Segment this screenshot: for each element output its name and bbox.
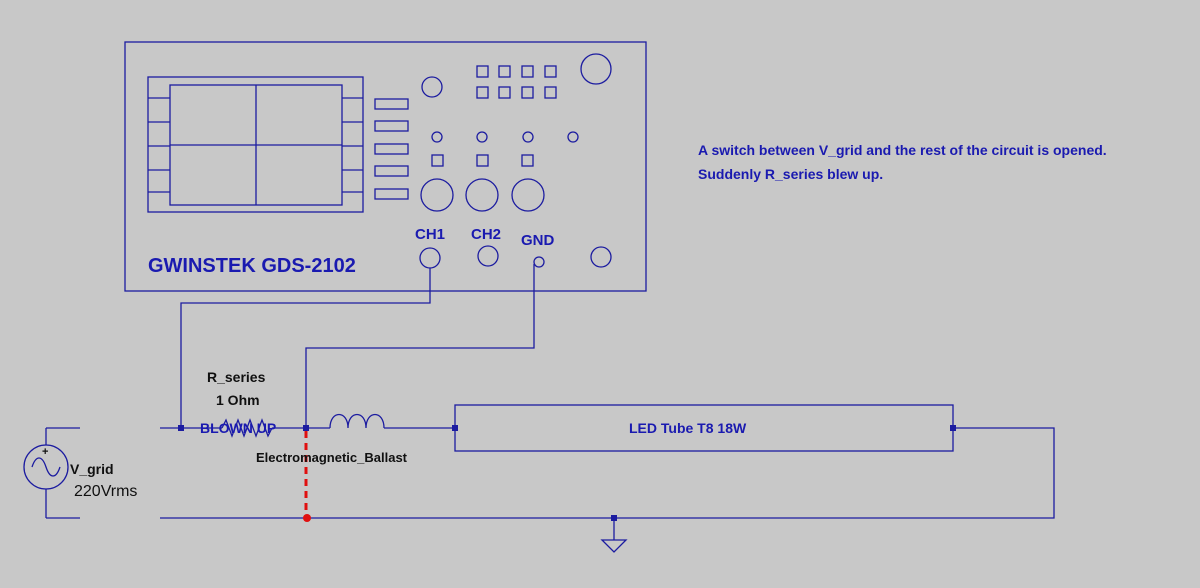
- source-name-label: V_grid: [70, 461, 114, 477]
- gnd-connector: [533, 256, 545, 268]
- resistor-value-label: 1 Ohm: [216, 392, 260, 408]
- scope-channel-knobs: [420, 178, 545, 212]
- junction-dots: [178, 425, 956, 521]
- scope-menu-buttons: [374, 98, 409, 200]
- note-line-2: Suddenly R_series blew up.: [698, 166, 883, 182]
- scope-right-softkeys: [342, 97, 363, 193]
- scope-aux-knob: [590, 246, 612, 268]
- return-wire: [160, 427, 1055, 519]
- voltage-source-v-grid: +: [23, 427, 80, 519]
- scope-button-grid: [476, 65, 557, 99]
- scope-power-knob: [580, 53, 612, 85]
- gnd-probe-wire: [305, 264, 535, 428]
- resistor-r-series: [221, 418, 273, 438]
- scope-knob: [421, 76, 443, 98]
- source-value-label: 220Vrms: [74, 483, 137, 500]
- note-line-1: A switch between V_grid and the rest of …: [698, 142, 1107, 158]
- svg-text:+: +: [42, 446, 48, 458]
- ch2-connector: [477, 245, 499, 267]
- scope-brand-label: GWINSTEK GDS-2102: [148, 255, 356, 277]
- ch1-connector: [419, 247, 441, 269]
- oscilloscope: CH1 CH2 GND GWINSTEK GDS-2102: [124, 41, 647, 292]
- scope-led-row: [431, 131, 579, 143]
- ch2-label: CH2: [471, 226, 501, 243]
- ballast-label: Electromagnetic_Ballast: [256, 450, 408, 465]
- scope-left-softkeys: [148, 97, 170, 193]
- scope-screen-bezel: [147, 76, 364, 213]
- ch1-probe-wire: [180, 268, 431, 428]
- resistor-name-label: R_series: [207, 369, 266, 385]
- ch1-label: CH1: [415, 226, 445, 243]
- oscilloscope-frame: [124, 41, 647, 292]
- inductor-ballast: [329, 413, 385, 429]
- short-circuit-dot: [303, 514, 311, 522]
- gnd-label: GND: [521, 232, 555, 249]
- scope-small-buttons: [431, 154, 534, 167]
- resistor-status-label: BLOWN UP: [200, 420, 276, 436]
- led-tube-label: LED Tube T8 18W: [629, 420, 747, 436]
- ground-symbol: [600, 518, 628, 553]
